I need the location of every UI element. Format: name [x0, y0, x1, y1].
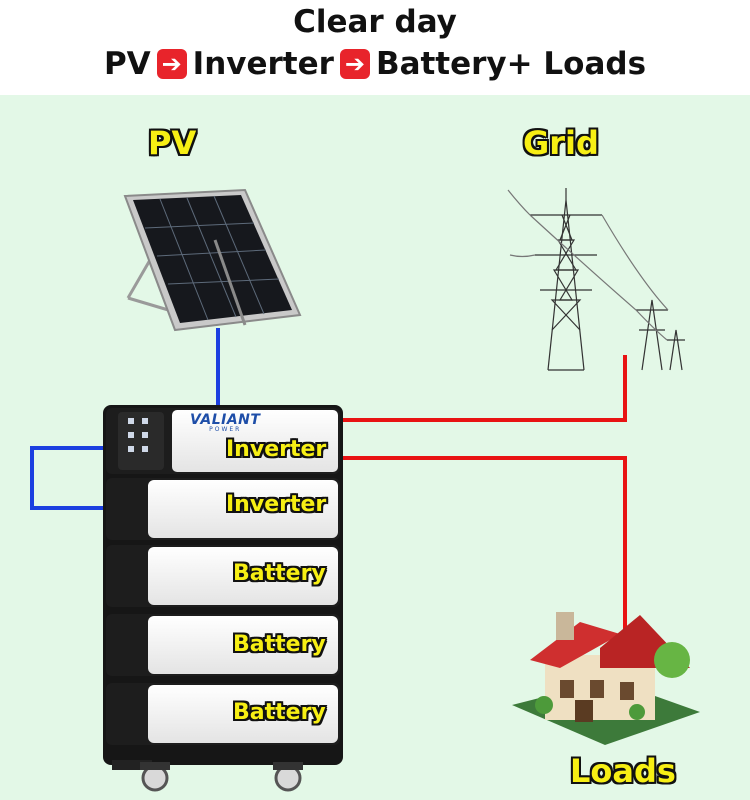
module-label-battery-2: Battery: [233, 632, 326, 657]
header: Clear day PV ➔ Inverter ➔ Battery+ Loads: [0, 0, 750, 95]
battery-stack: [103, 405, 343, 792]
ac-wiring: [340, 355, 627, 640]
pv-label: PV: [148, 124, 197, 162]
module-label-inverter-1: Inverter: [226, 437, 327, 462]
brand-logo: VALIANT POWER: [190, 412, 261, 433]
house-icon: [512, 612, 700, 745]
grid-label: Grid: [523, 124, 599, 162]
transmission-tower-icon: [507, 188, 685, 371]
energy-flow: PV ➔ Inverter ➔ Battery+ Loads: [0, 46, 750, 82]
flow-step-inverter: Inverter: [192, 46, 334, 82]
arrow-right-icon: ➔: [156, 49, 187, 79]
dc-wiring: [30, 328, 220, 510]
module-label-inverter-2: Inverter: [226, 492, 327, 517]
flow-step-pv: PV: [103, 46, 151, 82]
module-label-battery-3: Battery: [233, 700, 326, 725]
solar-panel-icon: [123, 188, 302, 332]
page-title: Clear day: [293, 4, 457, 40]
module-label-battery-1: Battery: [233, 561, 326, 586]
arrow-right-icon: ➔: [339, 49, 370, 79]
loads-label: Loads: [570, 752, 676, 790]
flow-step-battery-loads: Battery+ Loads: [375, 46, 647, 82]
